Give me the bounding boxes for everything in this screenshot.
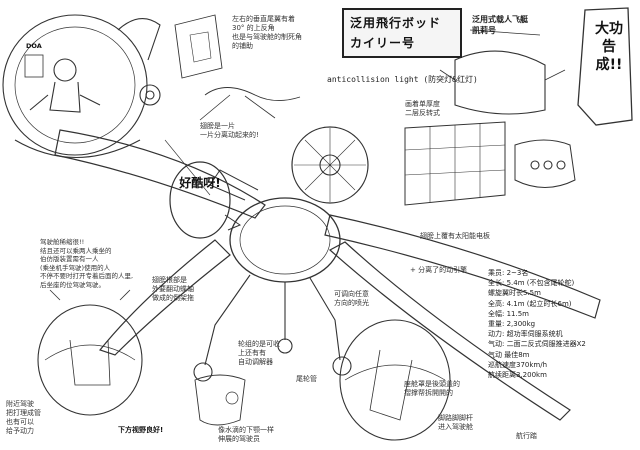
spec-line: 气动 最佳8m [488, 350, 530, 359]
note-small: 像水滴的下颚一样 伸展的驾驶员 [218, 426, 274, 443]
note-pilot-hand: 附近驾驶 把打理成管 也有可以 给予动力 [6, 400, 41, 435]
note-dual-blade: 翅膀是一片 一片分离动起来的! [200, 122, 259, 139]
note-two-frame: 画着单厚度 二层反转式 [405, 100, 440, 117]
note-foot-pedal: 脚路脚脚杆 进入驾驶舱 [438, 414, 473, 431]
note-canopy: 座舱罩是後頭盖的 摺撑帮拆開開的 [404, 380, 460, 397]
spec-line: 航续距离3,200km [488, 371, 547, 380]
note-arbitrary: 可调向任意 方向的喷光 [334, 290, 369, 307]
cool-bubble: 好酷呀! [179, 176, 221, 190]
subtitle-line-1: 泛用式载人飞艇 [472, 15, 528, 24]
title-box: 泛用飛行ボッド カイリー号 [342, 8, 462, 58]
title-line-1: 泛用飛行ボッド [350, 16, 442, 30]
title-line-2: カイリー号 [350, 36, 416, 50]
spec-line: 重量: 2,300kg [488, 320, 536, 329]
doa-label: DOA [26, 42, 42, 50]
spec-line: 乘员: 2~3名 [488, 269, 529, 277]
note-split-engine: + 分离了的动引擎 [410, 266, 468, 274]
spec-line: 巡航速度370km/h [488, 360, 548, 369]
note-cabin: 驾驶舱稀缩很!! 结且还可以乘两人乘坐的 伯仿版装置需有一人 (乘坐机手驾驶)使… [40, 238, 134, 289]
note-wheel: 轮组的是可收 上还有有 自动调解器 [238, 340, 280, 366]
spec-line: 全幅: 11.5m [488, 309, 529, 318]
anticollision-label: anticollision light (防突灯&红灯) [327, 75, 478, 84]
spec-line: 动力: 超功率伺服系统机 [488, 330, 563, 339]
spec-line: 全长: 5.4m (不包含尾轮舵) [488, 279, 575, 288]
subtitle-line-2: 凯莉号 [472, 26, 496, 35]
note-seat-angle: 左右的垂直尾翼有着 30° 的上反角 也是与驾驶舱的制死角 的铺助 [232, 15, 302, 50]
spec-list: 乘员: 2~3名 全长: 5.4m (不包含尾轮舵) 螺旋翼时长5.5m 全高:… [488, 268, 636, 380]
note-wing-adjust: 翅膀根部是 外要翻动蝶轴 做成的倒架拖 [152, 276, 194, 302]
note-view-down: 下方视野良好! [118, 426, 164, 434]
spec-line: 气动: 二面二反式伺服推进器X2 [488, 340, 586, 349]
note-taxi: 航行踏 [516, 432, 537, 440]
note-tail: 尾轮管 [296, 375, 317, 383]
subtitle: 泛用式载人飞艇 凯莉号 [472, 14, 528, 36]
note-solar: 翅膀上覆有太阳能电板 [420, 232, 490, 240]
success-bubble: 大功告成!! [595, 21, 623, 73]
spec-line: 螺旋翼时长5.5m [488, 289, 541, 298]
spec-line: 全高: 4.1m (起立时长6m) [488, 299, 572, 308]
